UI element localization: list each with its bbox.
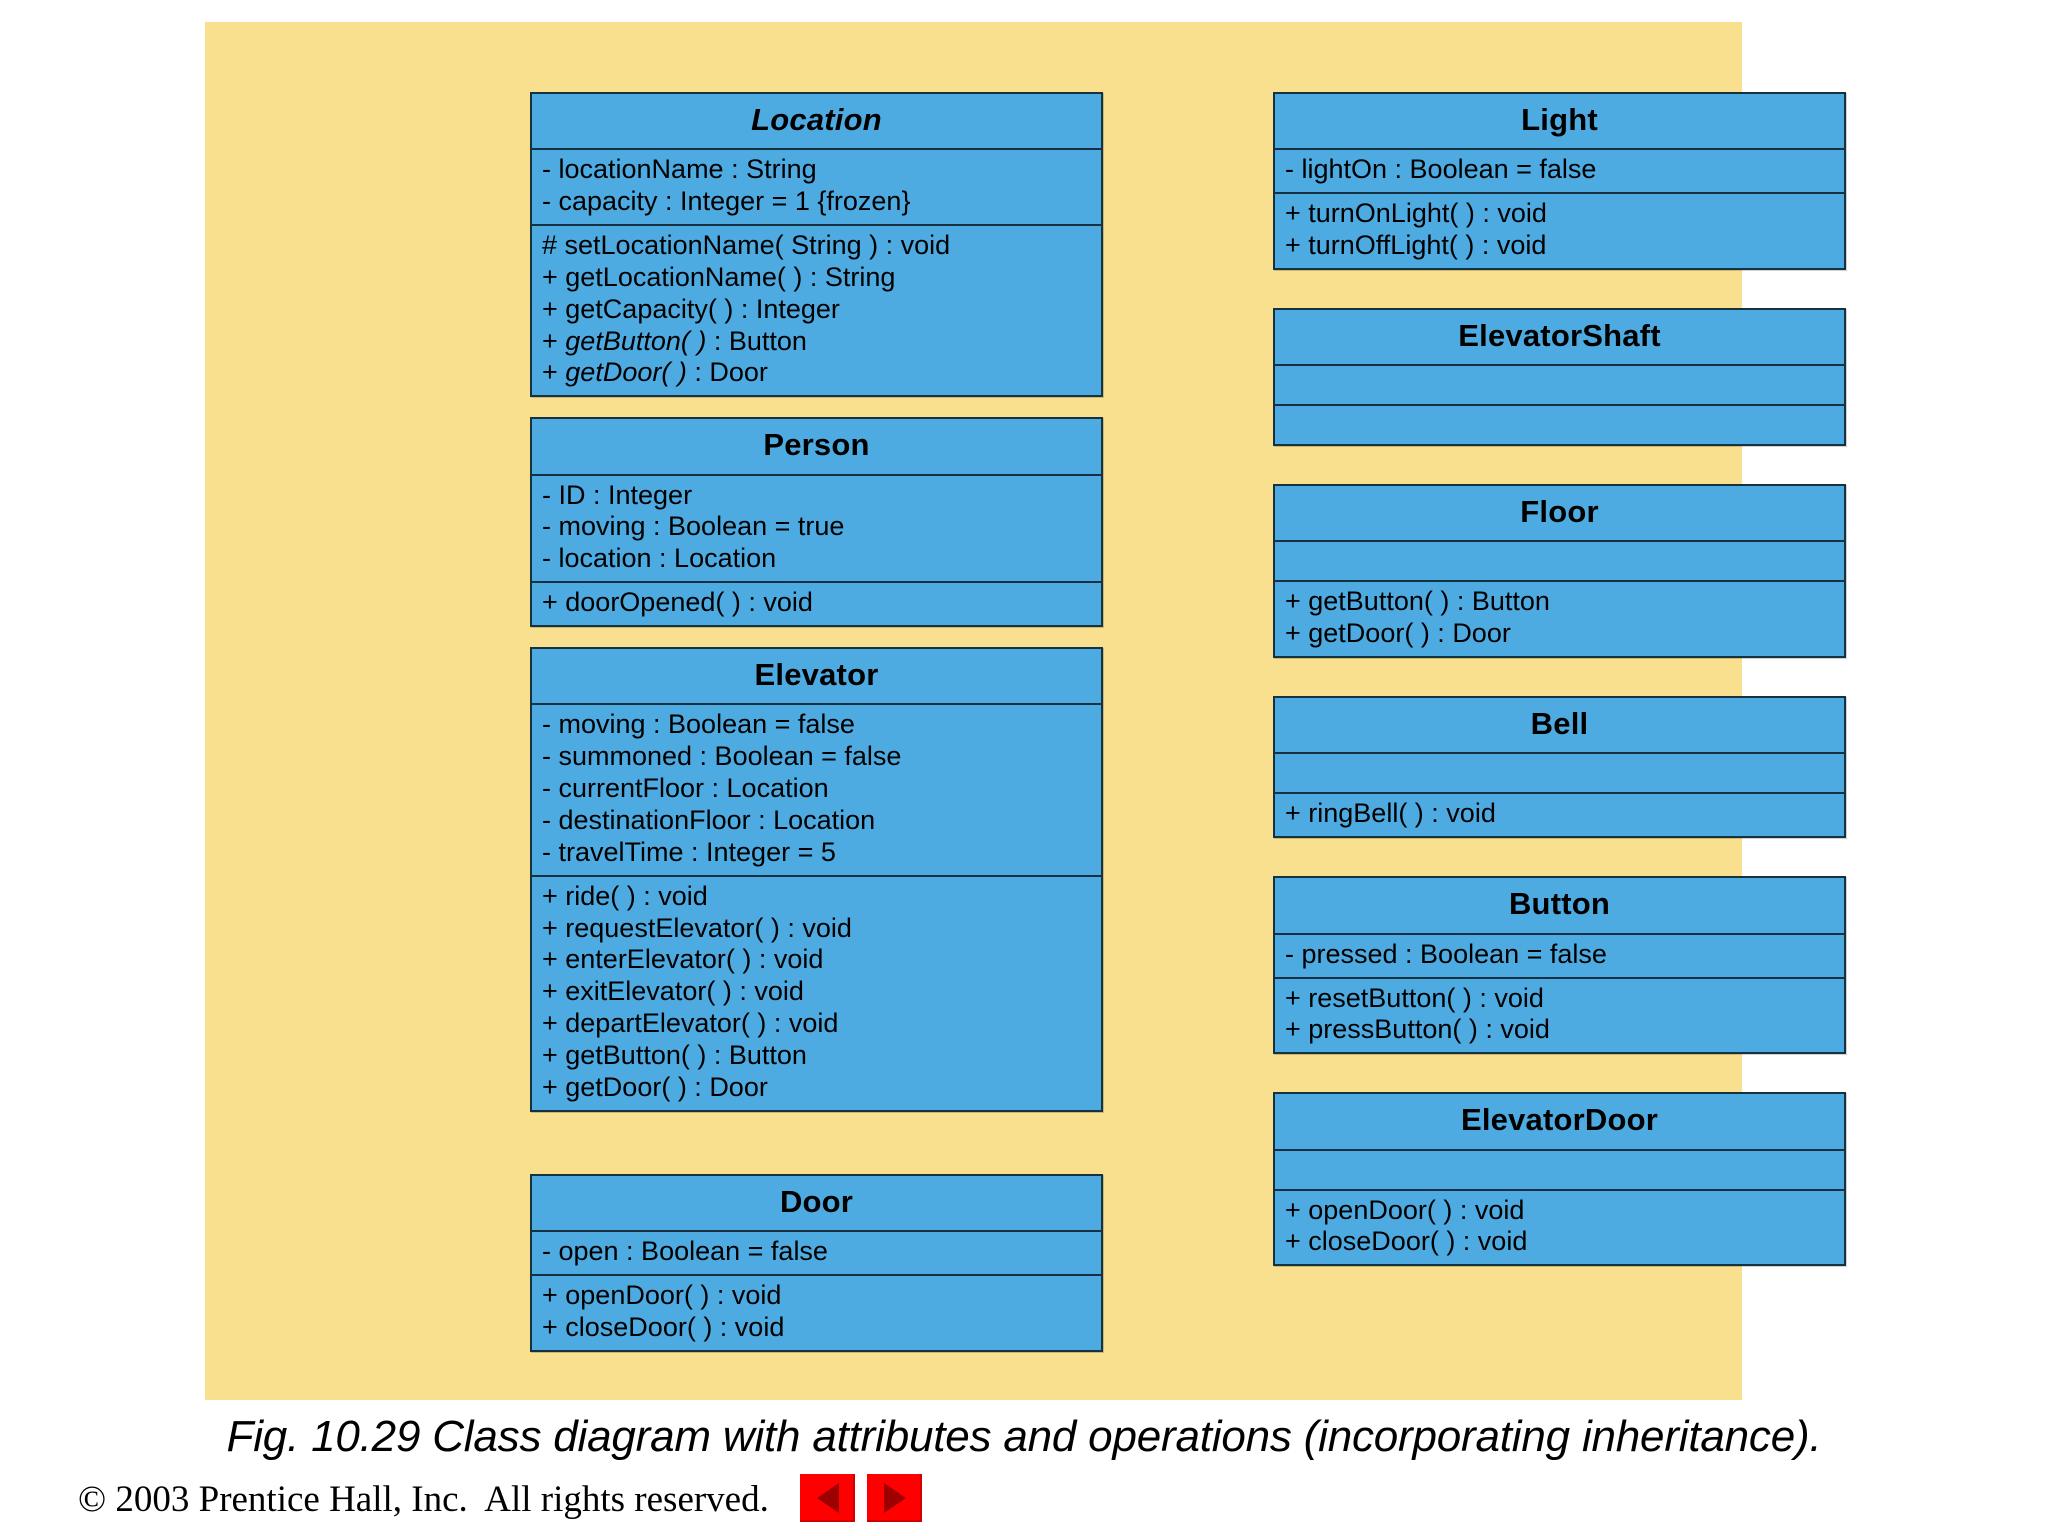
figure-caption: Fig. 10.29 Class diagram with attributes… (226, 1412, 1822, 1461)
operations-compartment: + openDoor( ) : void+ closeDoor( ) : voi… (1275, 1188, 1844, 1265)
uml-class-floor[interactable]: Floor + getButton( ) : Button+ getDoor( )… (1273, 484, 1846, 659)
attributes-compartment (1275, 752, 1844, 792)
uml-class-elevator[interactable]: Elevator - moving : Boolean = false- summ… (530, 647, 1103, 1112)
attribute-line: - capacity : Integer = 1 {frozen} (542, 186, 911, 217)
class-name-light: Light (1521, 102, 1598, 137)
attributes-compartment: - ID : Integer- moving : Boolean = true-… (532, 473, 1101, 582)
uml-class-light[interactable]: Light - lightOn : Boolean = false + turnOn… (1273, 92, 1846, 270)
operations-compartment: + openDoor( ) : void+ closeDoor( ) : voi… (532, 1273, 1101, 1350)
class-gap (1273, 270, 1846, 308)
operations-compartment: + turnOnLight( ) : void+ turnOffLight( )… (1275, 192, 1844, 268)
operation-line: + turnOffLight( ) : void (1285, 230, 1547, 261)
triangle-left-icon (816, 1483, 839, 1513)
operations-compartment: + ride( ) : void+ requestElevator( ) : v… (532, 874, 1101, 1110)
operation-line: + ride( ) : void (542, 880, 708, 911)
operation-line: + closeDoor( ) : void (1285, 1226, 1528, 1257)
operation-line: + getLocationName( ) : String (542, 261, 896, 292)
class-name-person: Person (763, 427, 870, 463)
class-gap (530, 1112, 1103, 1174)
attribute-line: - travelTime : Integer = 5 (542, 836, 836, 867)
triangle-right-icon (883, 1483, 906, 1513)
class-gap (1273, 658, 1846, 696)
attribute-line: - moving : Boolean = true (542, 511, 845, 542)
operation-line: + getButton( ) : Button (1285, 586, 1550, 617)
attribute-line: - summoned : Boolean = false (542, 741, 902, 772)
attributes-compartment (1275, 1148, 1844, 1189)
slide-panel: Location - locationName : String- capacit… (205, 22, 1846, 1400)
attribute-line: - lightOn : Boolean = false (1285, 154, 1597, 185)
slide-navigation (800, 1474, 922, 1522)
class-name-floor: Floor (1520, 494, 1599, 530)
operation-line: + pressButton( ) : void (1285, 1014, 1550, 1045)
operation-line: + ringBell( ) : void (1285, 798, 1496, 829)
attribute-line: - currentFloor : Location (542, 773, 829, 804)
attributes-compartment: - open : Boolean = false (532, 1229, 1101, 1274)
operation-line: + getDoor( ) : Door (1285, 618, 1511, 649)
attribute-line: - pressed : Boolean = false (1285, 938, 1607, 969)
operation-line: + turnOnLight( ) : void (1285, 198, 1547, 229)
class-name-elevatordoor: ElevatorDoor (1460, 1102, 1659, 1138)
class-gap (1273, 446, 1846, 484)
class-gap (530, 397, 1103, 417)
previous-slide-button[interactable] (800, 1474, 855, 1522)
attribute-line: - destinationFloor : Location (542, 804, 876, 835)
attribute-line: - ID : Integer (542, 479, 693, 510)
operation-line: + getDoor( ) : Door (542, 1071, 768, 1102)
operations-compartment (1275, 404, 1844, 444)
uml-class-person[interactable]: Person - ID : Integer- moving : Boolean =… (530, 417, 1103, 628)
next-slide-button[interactable] (867, 1474, 922, 1522)
operation-line: + requestElevator( ) : void (542, 912, 852, 943)
copyright-notice: © 2003 Prentice Hall, Inc. All rights re… (78, 1479, 769, 1520)
operation-line: + getButton( ) : Button (542, 325, 807, 356)
operation-line: + closeDoor( ) : void (542, 1311, 785, 1342)
uml-class-bell[interactable]: Bell + ringBell( ) : void (1273, 696, 1846, 839)
attributes-compartment: - locationName : String- capacity : Inte… (532, 148, 1101, 224)
attribute-line: - moving : Boolean = false (542, 709, 855, 740)
operation-line: + getDoor( ) : Door (542, 357, 768, 388)
class-column-left: Location - locationName : String- capacit… (530, 92, 1103, 1352)
class-name-location: Location (751, 102, 882, 137)
attributes-compartment (1275, 540, 1844, 580)
operation-line: + exitElevator( ) : void (542, 976, 804, 1007)
operations-compartment: + ringBell( ) : void (1275, 792, 1844, 836)
class-name-elevatorshaft: ElevatorShaft (1458, 317, 1661, 353)
operations-compartment: # setLocationName( String ) : void+ getL… (532, 224, 1101, 395)
uml-class-elevatorshaft[interactable]: ElevatorShaft (1273, 307, 1846, 447)
class-name-bell: Bell (1530, 706, 1589, 742)
attribute-line: - open : Boolean = false (542, 1235, 828, 1266)
operations-compartment: + doorOpened( ) : void (532, 581, 1101, 625)
operation-line: + departElevator( ) : void (542, 1008, 839, 1039)
attributes-compartment: - lightOn : Boolean = false (1275, 148, 1844, 192)
operation-line: + openDoor( ) : void (1285, 1194, 1525, 1225)
operations-compartment: + resetButton( ) : void+ pressButton( ) … (1275, 976, 1844, 1053)
attributes-compartment: - pressed : Boolean = false (1275, 932, 1844, 977)
operations-compartment: + getButton( ) : Button+ getDoor( ) : Do… (1275, 580, 1844, 656)
class-name-elevator: Elevator (754, 657, 879, 693)
attribute-line: - locationName : String (542, 154, 817, 185)
class-gap (1273, 838, 1846, 876)
operation-line: + enterElevator( ) : void (542, 944, 824, 975)
attribute-line: - location : Location (542, 543, 777, 574)
attributes-compartment: - moving : Boolean = false- summoned : B… (532, 703, 1101, 874)
uml-class-door[interactable]: Door - open : Boolean = false + openDoor( … (530, 1173, 1103, 1352)
uml-class-elevatordoor[interactable]: ElevatorDoor + openDoor( ) : void+ closeD… (1273, 1092, 1846, 1267)
operation-line: + openDoor( ) : void (542, 1279, 782, 1310)
class-gap (530, 627, 1103, 647)
class-gap (1273, 1054, 1846, 1092)
class-column-right: Light - lightOn : Boolean = false + turnOn… (1273, 92, 1846, 1267)
operation-line: + getCapacity( ) : Integer (542, 293, 840, 324)
operation-line: + doorOpened( ) : void (542, 587, 813, 618)
operation-line: + resetButton( ) : void (1285, 982, 1544, 1013)
operation-line: + getButton( ) : Button (542, 1039, 807, 1070)
uml-class-location[interactable]: Location - locationName : String- capacit… (530, 92, 1103, 398)
uml-class-button[interactable]: Button - pressed : Boolean = false + reset… (1273, 876, 1846, 1055)
class-name-door: Door (779, 1183, 854, 1219)
class-name-button: Button (1508, 886, 1611, 922)
attributes-compartment (1275, 364, 1844, 404)
operation-line: # setLocationName( String ) : void (542, 230, 951, 261)
